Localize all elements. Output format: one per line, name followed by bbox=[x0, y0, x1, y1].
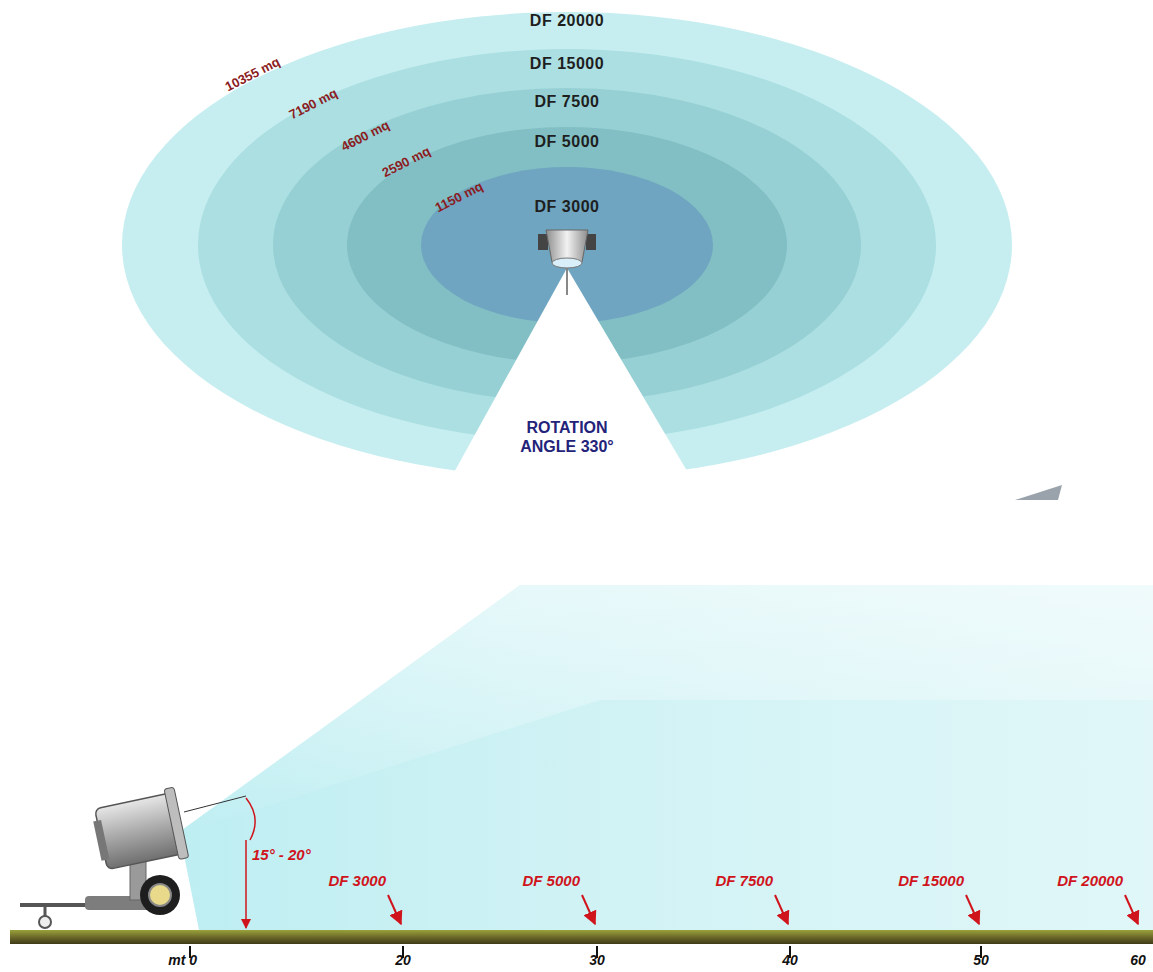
angle-label: 15° - 20° bbox=[252, 846, 311, 863]
scale-number: 30 bbox=[589, 952, 605, 968]
dispersion-label: DF 7500 bbox=[535, 93, 600, 111]
scale-number: 20 bbox=[395, 952, 411, 968]
scale-number: 60 bbox=[1130, 952, 1146, 968]
distance-marker: DF 7500 bbox=[715, 872, 773, 889]
distance-marker: DF 3000 bbox=[328, 872, 386, 889]
distance-marker: DF 20000 bbox=[1057, 872, 1123, 889]
scale-number: 40 bbox=[782, 952, 798, 968]
dispersion-label: DF 15000 bbox=[530, 55, 604, 73]
rotation-angle-label: ROTATION ANGLE 330° bbox=[512, 418, 622, 456]
dispersion-label: DF 3000 bbox=[535, 198, 600, 216]
distance-marker: DF 15000 bbox=[898, 872, 964, 889]
scale-number: 50 bbox=[973, 952, 989, 968]
dispersion-label: DF 20000 bbox=[530, 12, 604, 30]
distance-marker: DF 5000 bbox=[522, 872, 580, 889]
dispersion-label: DF 5000 bbox=[535, 133, 600, 151]
scale-number: mt 0 bbox=[168, 952, 197, 968]
